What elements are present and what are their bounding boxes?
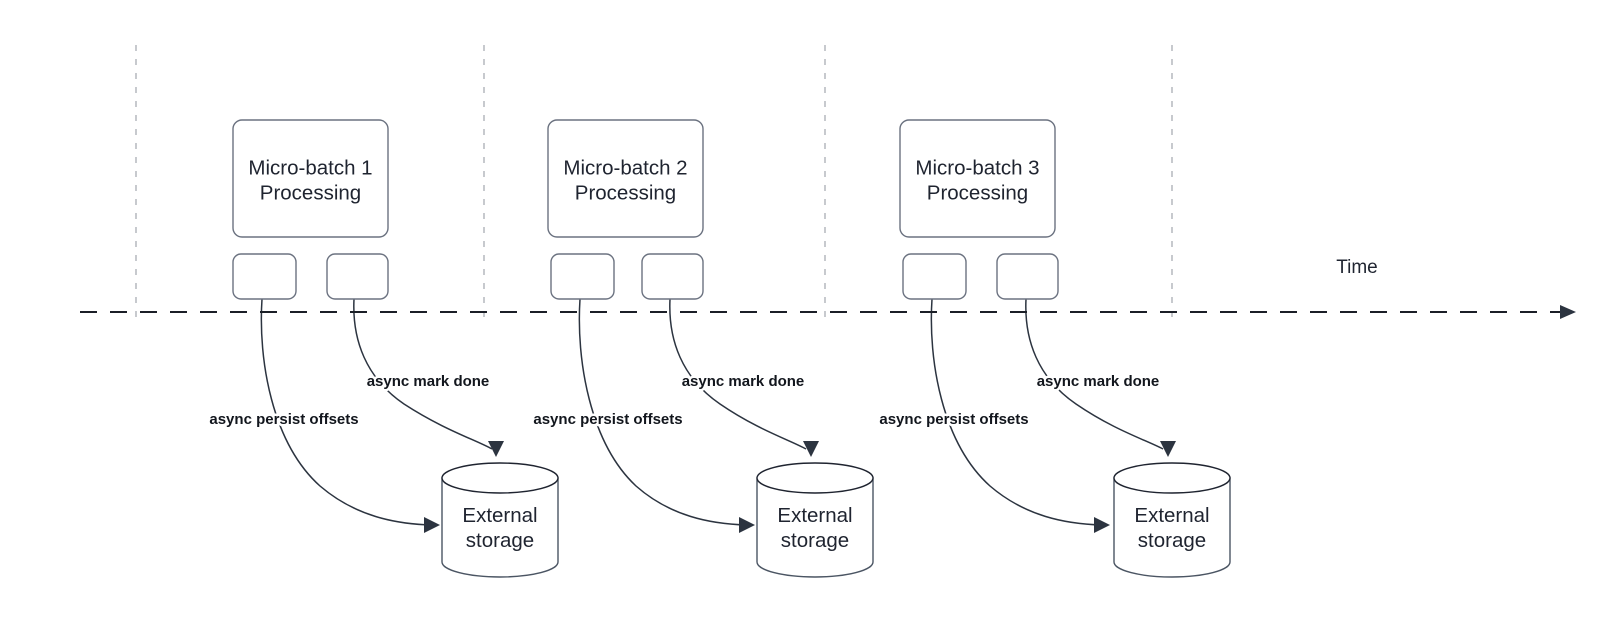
external-storage-label-line2: storage <box>466 529 534 552</box>
async-mark-done-edge-label-halo: async mark done <box>367 373 490 390</box>
mark-task-box[interactable] <box>996 253 1059 300</box>
timeline-axis-layer: Time <box>80 257 1576 319</box>
async-mark-done-edge <box>353 298 493 450</box>
async-mark-done-edge-label: async mark done <box>1037 373 1160 390</box>
external-storage-cylinder-top <box>1113 462 1231 494</box>
nodes-layer: Micro-batch 1ProcessingExternalstorageMi… <box>232 119 1231 578</box>
micro-batch-box-label-line2: Processing <box>927 182 1028 205</box>
timeline-arrowhead-icon <box>1560 305 1576 319</box>
tick-lines-layer <box>135 45 1173 320</box>
micro-batch-box-label-line1: Micro-batch 3 <box>915 157 1039 180</box>
async-mark-done-edge-arrowhead-icon <box>488 441 504 457</box>
async-mark-done-edge <box>669 298 807 450</box>
external-storage-label-line1: External <box>462 504 537 527</box>
async-persist-offsets-edge-label: async persist offsets <box>533 411 682 428</box>
micro-batch-box[interactable] <box>899 119 1056 238</box>
micro-batch-box[interactable] <box>547 119 704 238</box>
async-mark-done-edge-label: async mark done <box>367 373 490 390</box>
external-storage-cylinder-top <box>441 462 559 494</box>
async-mark-done-edge-arrowhead-icon <box>1160 441 1176 457</box>
edges-layer <box>260 298 1176 533</box>
external-storage-cylinder-body[interactable] <box>441 477 559 578</box>
micro-batch-box-label-line2: Processing <box>260 182 361 205</box>
micro-batch-box-label-line1: Micro-batch 2 <box>563 157 687 180</box>
external-storage-cylinder-body[interactable] <box>756 477 874 578</box>
persist-task-box[interactable] <box>232 253 297 300</box>
async-persist-offsets-edge <box>930 298 1103 526</box>
mark-task-box[interactable] <box>326 253 389 300</box>
micro-batch-box-label-line1: Micro-batch 1 <box>248 157 372 180</box>
async-mark-done-edge <box>1025 298 1164 450</box>
mark-task-box[interactable] <box>641 253 704 300</box>
persist-task-box[interactable] <box>902 253 967 300</box>
async-persist-offsets-edge-arrowhead-icon <box>1094 517 1110 533</box>
external-storage-cylinder-top <box>756 462 874 494</box>
micro-batch-box-label-line2: Processing <box>575 182 676 205</box>
external-storage-cylinder-body[interactable] <box>1113 477 1231 578</box>
external-storage-label-line2: storage <box>1138 529 1206 552</box>
async-persist-offsets-edge-arrowhead-icon <box>424 517 440 533</box>
async-persist-offsets-edge <box>260 298 433 526</box>
async-persist-offsets-edge-label-halo: async persist offsets <box>209 411 358 428</box>
external-storage-label-line2: storage <box>781 529 849 552</box>
persist-task-box[interactable] <box>550 253 615 300</box>
time-axis-label: Time <box>1336 257 1378 278</box>
async-persist-offsets-edge-label: async persist offsets <box>879 411 1028 428</box>
async-mark-done-edge-label-halo: async mark done <box>1037 373 1160 390</box>
micro-batch-box[interactable] <box>232 119 389 238</box>
async-persist-offsets-edge-arrowhead-icon <box>739 517 755 533</box>
external-storage-label-line1: External <box>777 504 852 527</box>
async-persist-offsets-edge-label-halo: async persist offsets <box>879 411 1028 428</box>
async-mark-done-edge-label: async mark done <box>682 373 805 390</box>
async-persist-offsets-edge-label: async persist offsets <box>209 411 358 428</box>
async-mark-done-edge-label-halo: async mark done <box>682 373 805 390</box>
external-storage-label-line1: External <box>1134 504 1209 527</box>
async-mark-done-edge-arrowhead-icon <box>803 441 819 457</box>
async-persist-offsets-edge <box>578 298 748 526</box>
async-persist-offsets-edge-label-halo: async persist offsets <box>533 411 682 428</box>
edge-labels-layer: async persist offsets async persist offse… <box>207 371 1162 431</box>
